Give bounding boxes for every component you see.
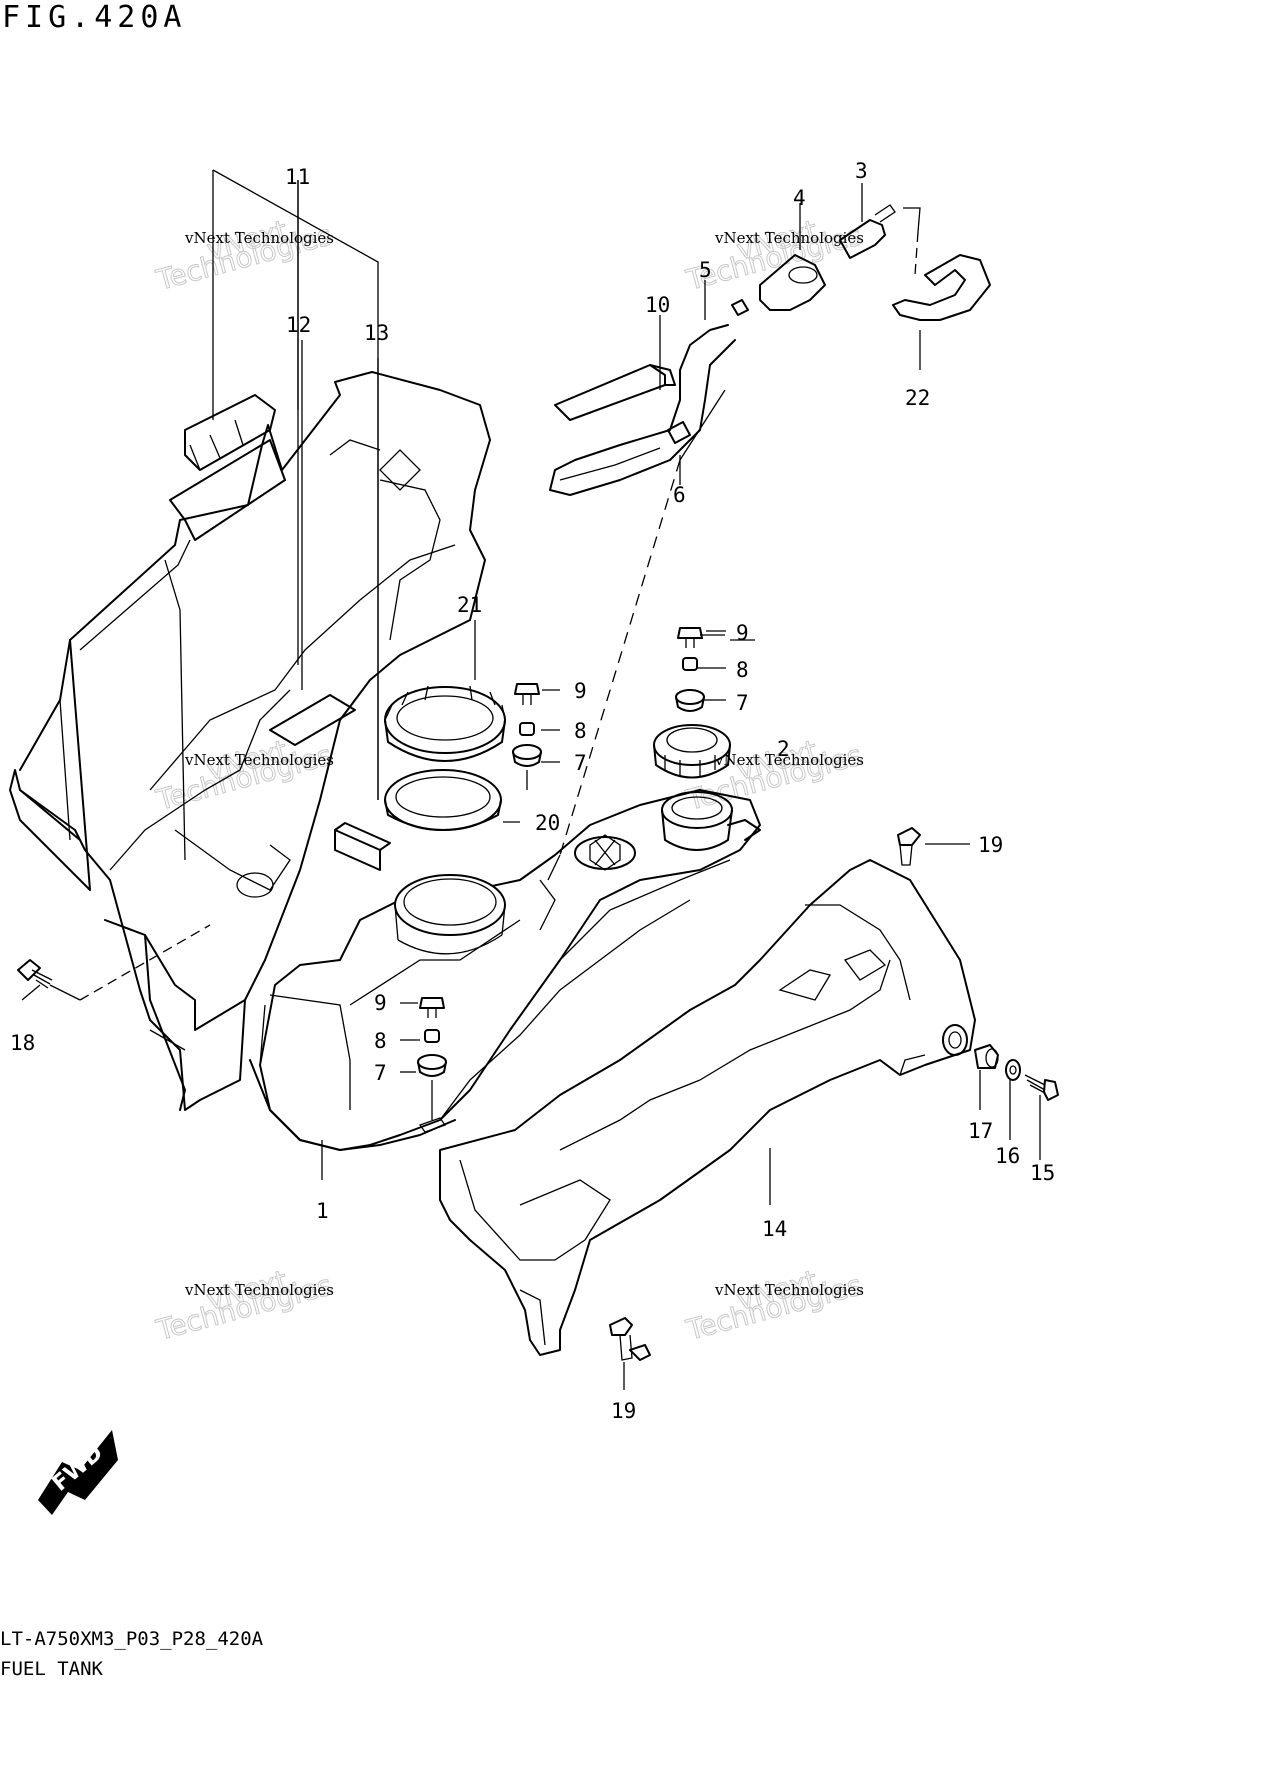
callout-16: 16: [995, 1144, 1020, 1168]
watermark-text: vNext Technologies: [184, 229, 334, 247]
callout-labels: 11 12 13 3 4 5 10 6 22 21 9 8 7 9 8 7 2 …: [10, 159, 1055, 1423]
figure-code: LT-A750XM3_P03_P28_420A: [0, 1628, 264, 1650]
callout-9: 9: [574, 679, 587, 703]
callout-4: 4: [793, 186, 806, 210]
callout-3: 3: [855, 159, 868, 183]
callout-20: 20: [535, 811, 560, 835]
clip-19-top: [897, 827, 921, 866]
callout-8: 8: [374, 1029, 387, 1053]
watermark-text: vNext Technologies: [184, 751, 334, 769]
watermark-text: vNext Technologies: [714, 1281, 864, 1299]
callout-22: 22: [905, 386, 930, 410]
leader-lines: [21, 180, 1041, 1390]
forward-direction-badge: FWD: [38, 1430, 118, 1515]
fuel-cap-2: [653, 724, 731, 779]
collar-17: [974, 1044, 999, 1069]
bolt-18: [17, 959, 53, 989]
callout-10: 10: [645, 293, 670, 317]
callout-5: 5: [699, 258, 712, 282]
breather-hose-assembly: [547, 204, 991, 881]
callout-6: 6: [673, 483, 686, 507]
watermark-bottom-left: Technologies vNext vNext Technologies: [152, 1263, 336, 1347]
callout-15: 15: [1030, 1161, 1055, 1185]
pump-flange: [574, 834, 636, 871]
callout-18: 18: [10, 1031, 35, 1055]
callout-21: 21: [457, 593, 482, 617]
watermark-top-left: Technologies vNext vNext Technologies: [152, 213, 336, 297]
callout-19: 19: [978, 833, 1003, 857]
grommet-stack-bottom: [417, 997, 447, 1133]
grommet-stack-right: [675, 627, 705, 712]
fuel-tank-body: [249, 789, 761, 1151]
watermark-bottom-right: Technologies vNext vNext Technologies: [682, 1263, 866, 1347]
bolt-15: [1024, 1074, 1059, 1101]
callout-9: 9: [374, 991, 387, 1015]
callout-9: 9: [736, 621, 749, 645]
watermark-text: vNext Technologies: [714, 751, 864, 769]
grommet-stack-middle: [512, 683, 542, 790]
callout-17: 17: [968, 1119, 993, 1143]
washer-16: [1005, 1059, 1021, 1081]
watermark-group: Technologies vNext vNext Technologies Te…: [152, 213, 866, 1347]
left-cover-assembly: [9, 169, 491, 1111]
figure-name: FUEL TANK: [0, 1658, 103, 1680]
callout-2: 2: [777, 737, 790, 761]
lower-guard-14: [439, 859, 976, 1356]
callout-8: 8: [736, 658, 749, 682]
clip-19-bottom: [609, 1317, 651, 1361]
figure-title: FIG.420A: [2, 0, 187, 35]
callout-1: 1: [316, 1199, 329, 1223]
callout-7: 7: [736, 691, 749, 715]
watermark-text: vNext Technologies: [184, 1281, 334, 1299]
filler-ring-21: [384, 685, 506, 762]
callout-13: 13: [364, 321, 389, 345]
callout-14: 14: [762, 1217, 787, 1241]
callout-7: 7: [574, 751, 587, 775]
callout-7: 7: [374, 1061, 387, 1085]
callout-11: 11: [285, 165, 310, 189]
watermark-mid-left: Technologies vNext vNext Technologies: [152, 733, 336, 817]
callout-19: 19: [611, 1399, 636, 1423]
gasket-20: [384, 769, 502, 831]
watermark-text: vNext Technologies: [714, 229, 864, 247]
callout-8: 8: [574, 719, 587, 743]
callout-12: 12: [286, 313, 311, 337]
watermark-top-right: Technologies vNext vNext Technologies: [682, 213, 866, 297]
